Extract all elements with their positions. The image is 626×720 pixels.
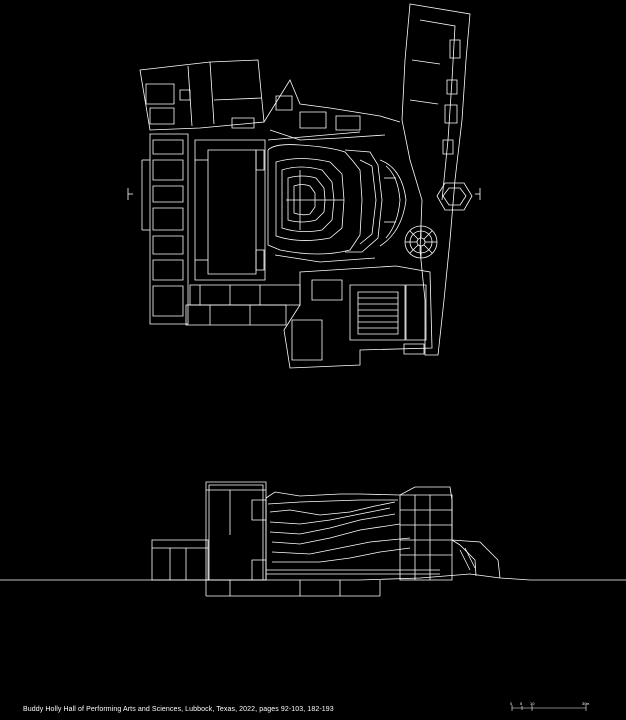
upper-lobby [264, 80, 400, 140]
scale-bar-labels: 0 5 10 30 m [510, 701, 590, 711]
studio-theatre [284, 266, 432, 368]
scale-tick-label: 10 [530, 701, 535, 706]
north-wing [402, 4, 470, 355]
spiral-stair [405, 226, 437, 258]
scale-tick-label: 30 [582, 701, 587, 706]
west-service-spine [142, 134, 188, 324]
northwest-rooms [140, 60, 264, 130]
building-section [0, 482, 626, 596]
ground-line [0, 574, 626, 580]
stage-house [186, 140, 300, 325]
scale-tick-label: 5 [520, 701, 523, 706]
floor-plan [128, 4, 480, 368]
scale-unit-label: m [586, 701, 590, 706]
scale-bar [512, 705, 586, 711]
entry-pavilion [128, 183, 480, 210]
main-hall [268, 130, 406, 262]
scale-tick-label: 0 [510, 701, 513, 706]
figure-caption: Buddy Holly Hall of Performing Arts and … [23, 706, 334, 713]
